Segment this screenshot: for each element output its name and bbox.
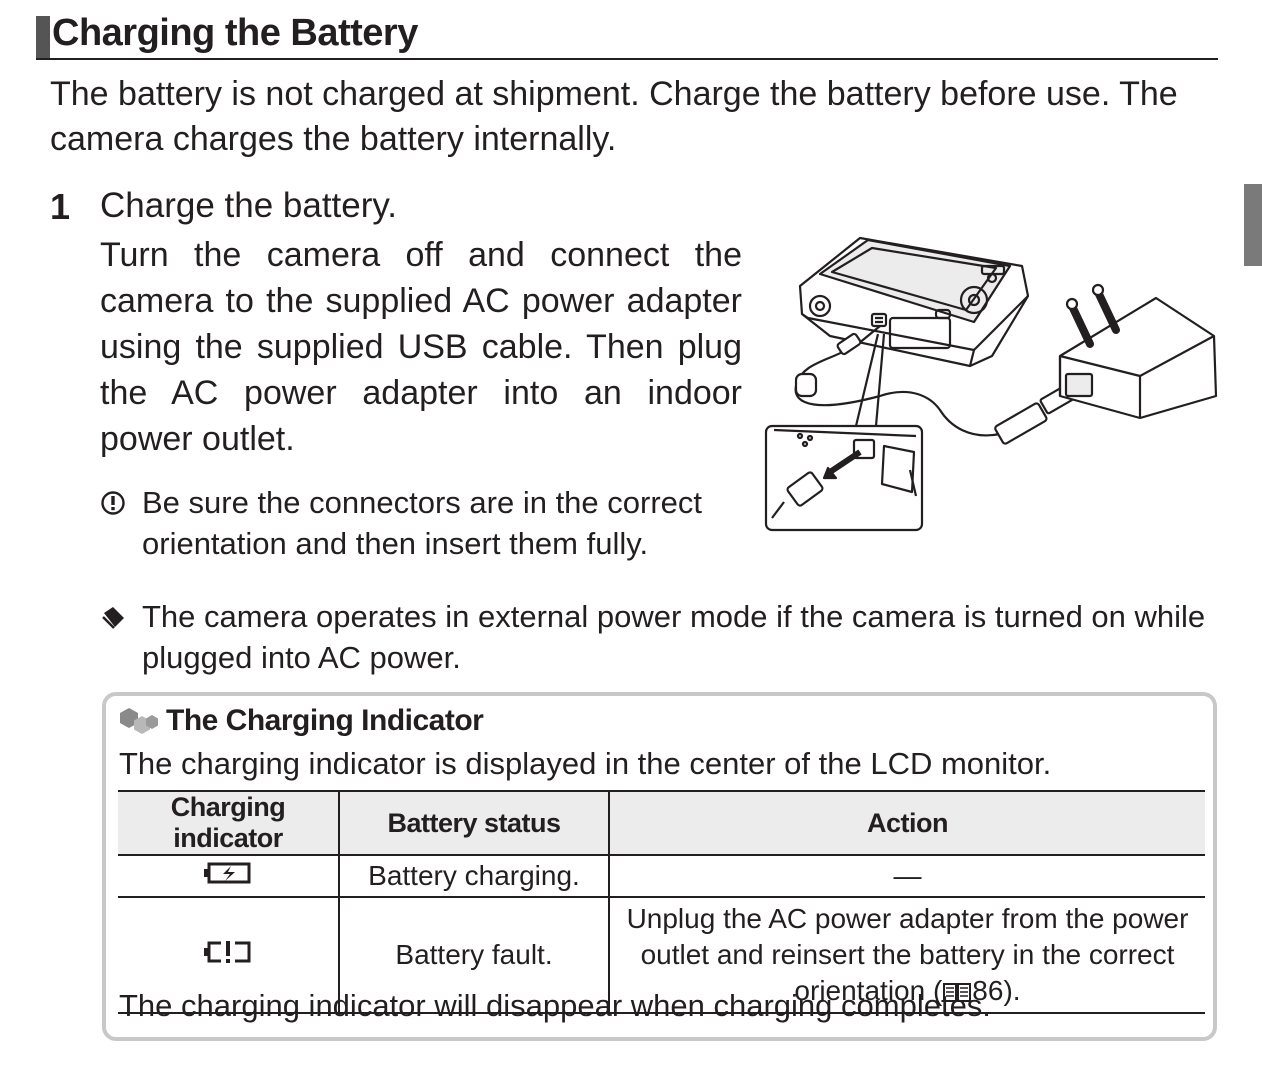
charging-indicator-box: The Charging Indicator The charging indi… xyxy=(102,692,1217,1041)
column-header-indicator: Charging indicator xyxy=(118,790,339,856)
caution-text: Be sure the connectors are in the correc… xyxy=(142,485,703,561)
box-title: The Charging Indicator xyxy=(166,704,484,737)
column-header-action: Action xyxy=(608,790,1205,856)
step-title: Charge the battery. xyxy=(100,186,398,225)
pencil-note-icon xyxy=(100,596,130,637)
section-side-tab xyxy=(1244,184,1262,266)
action-text: Unplug the AC power adapter from the pow… xyxy=(626,903,1189,1006)
step-number: 1 xyxy=(50,186,71,227)
table-row: Battery fault. Unplug the AC power adapt… xyxy=(118,897,1205,1014)
hint-hexagon-icon xyxy=(120,708,158,734)
title-rule xyxy=(36,58,1218,60)
page-reference[interactable]: 86 xyxy=(972,975,1004,1006)
status-cell: Battery charging. xyxy=(338,855,609,898)
battery-charging-icon xyxy=(204,862,251,884)
caution-note: Be sure the connectors are in the correc… xyxy=(100,482,742,564)
action-cell: — xyxy=(608,855,1205,898)
battery-fault-icon xyxy=(204,941,251,963)
status-cell: Battery fault. xyxy=(338,897,609,1014)
indicator-cell xyxy=(118,855,339,898)
box-footer: The charging indicator will disappear wh… xyxy=(119,988,991,1023)
step-body: Turn the camera off and connect the came… xyxy=(100,236,742,458)
connector-detail-inset xyxy=(764,424,924,532)
book-reference-icon xyxy=(943,983,972,1002)
action-text-end: ). xyxy=(1003,975,1021,1006)
action-cell: Unplug the AC power adapter from the pow… xyxy=(608,897,1205,1014)
box-description: The charging indicator is displayed in t… xyxy=(119,746,1052,781)
charging-connection-illustration xyxy=(764,236,1218,532)
intro-paragraph: The battery is not charged at shipment. … xyxy=(50,75,1178,158)
tip-note: The camera operates in external power mo… xyxy=(100,596,1218,678)
caution-icon xyxy=(100,482,130,523)
indicator-cell xyxy=(118,897,339,1014)
column-header-status: Battery status xyxy=(338,790,609,856)
table-row: Battery charging. — xyxy=(118,855,1205,898)
page-title: Charging the Battery xyxy=(52,12,418,54)
charging-indicator-table: Charging indicator Battery status Action… xyxy=(118,790,1205,1014)
tip-text: The camera operates in external power mo… xyxy=(142,599,1206,675)
camera-illustration xyxy=(798,236,1030,368)
title-accent-bar xyxy=(36,16,50,58)
ac-adapter-illustration xyxy=(1058,283,1218,420)
